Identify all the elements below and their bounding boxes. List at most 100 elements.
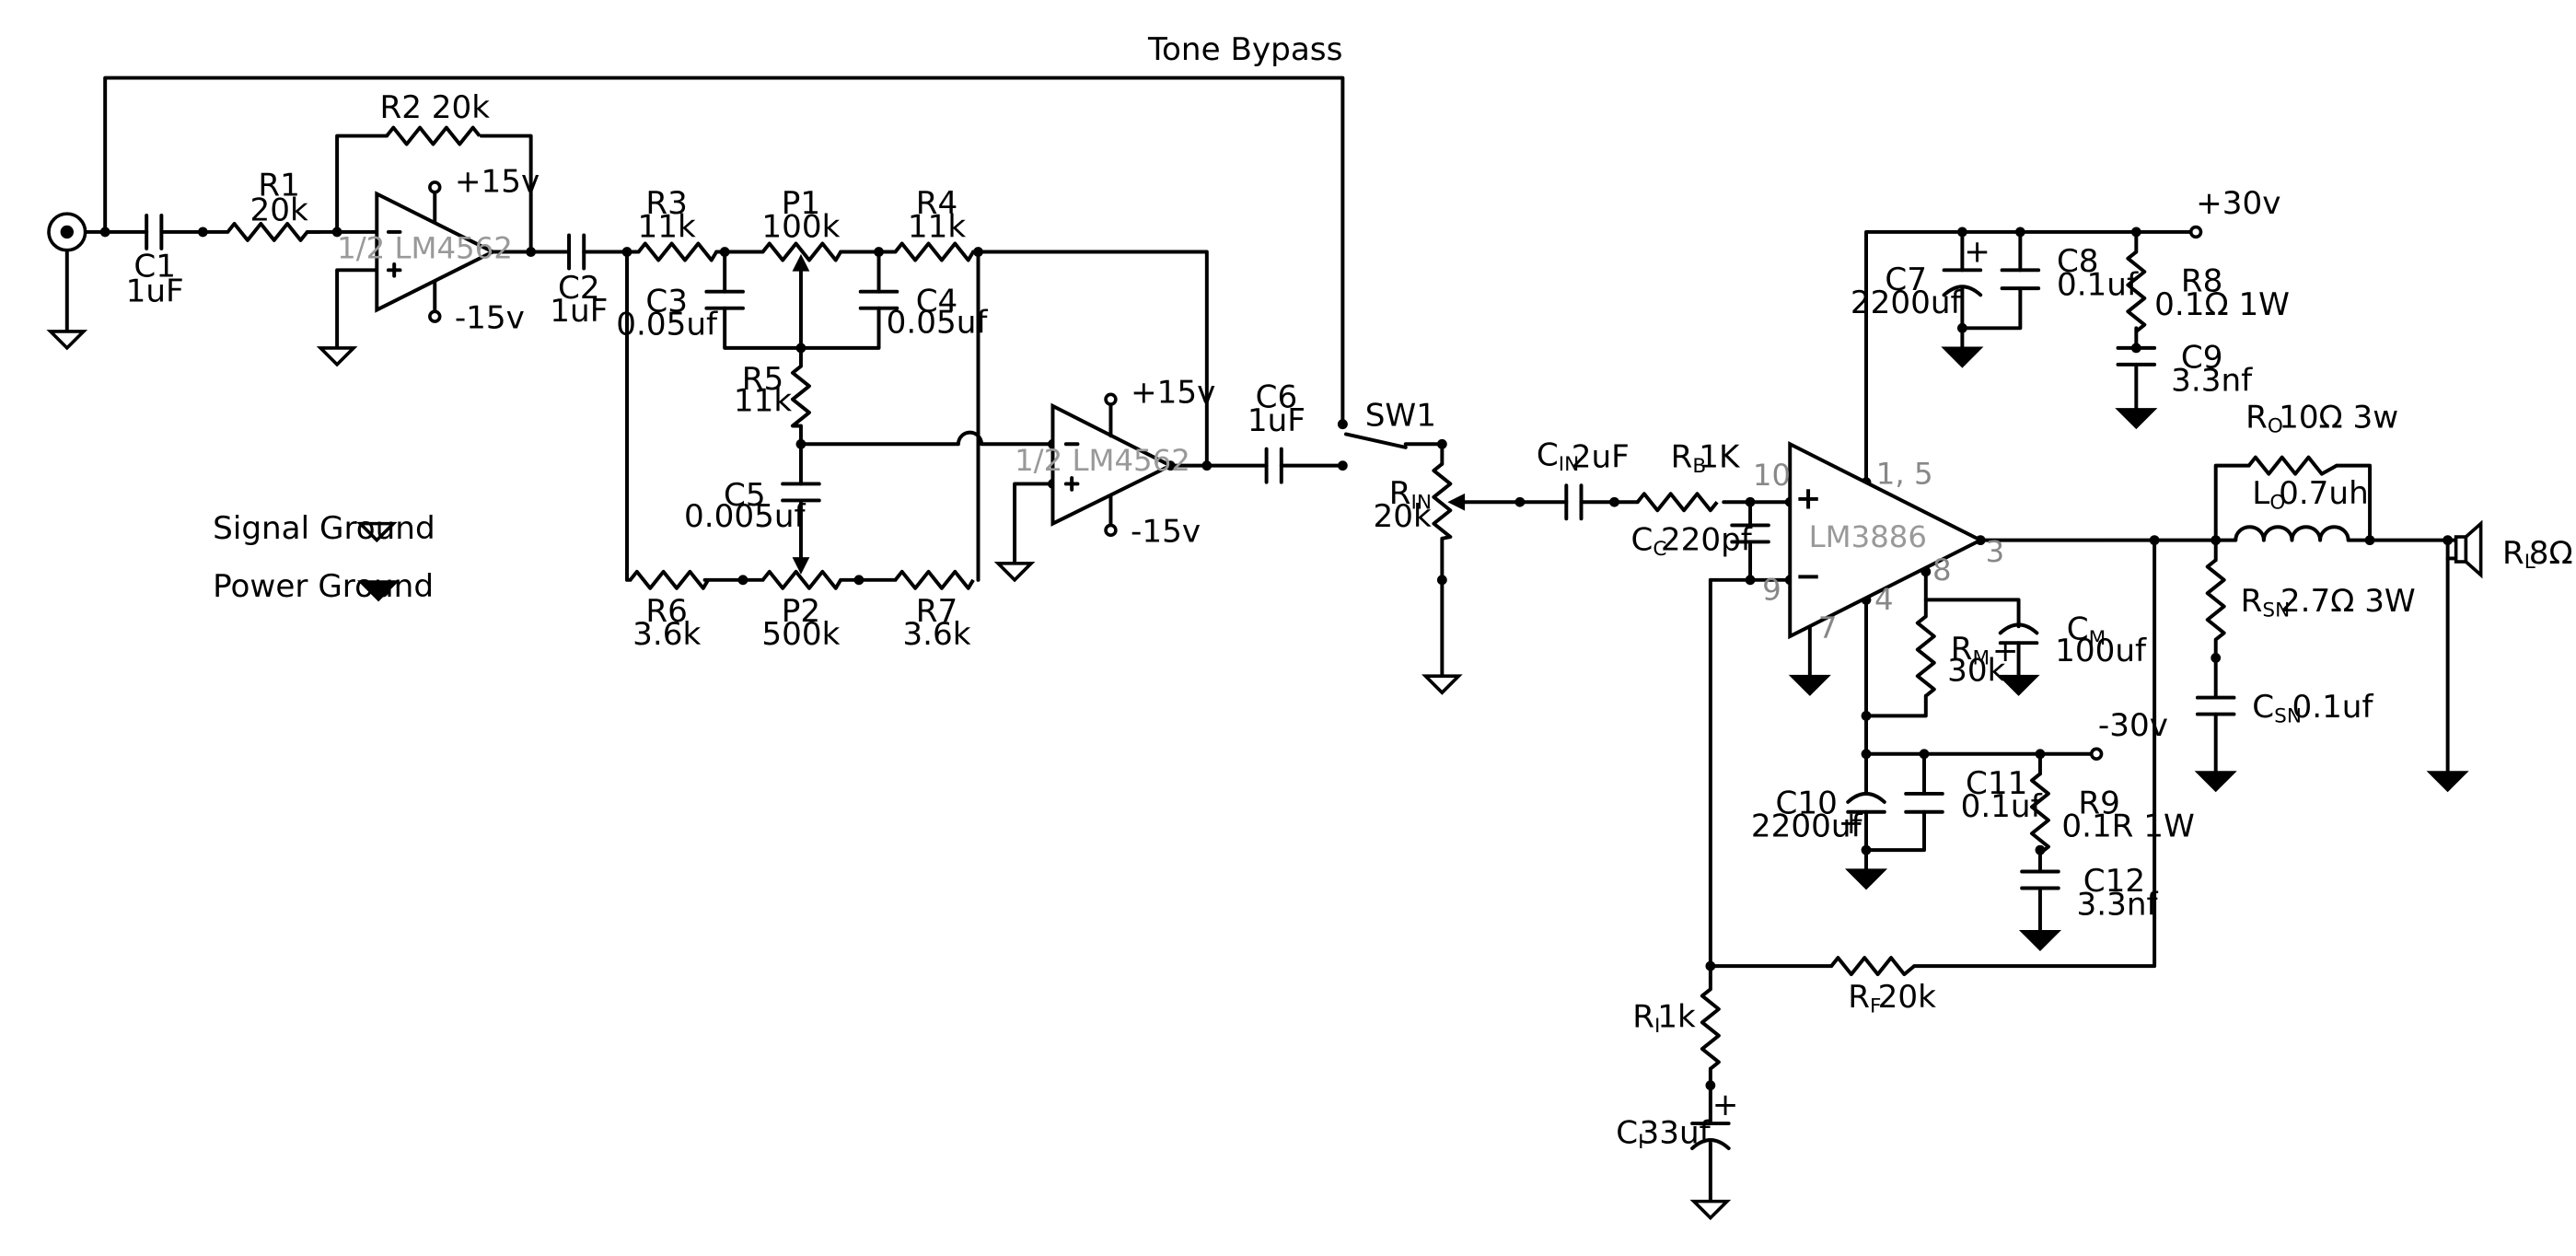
lm3886-pin8: 8 <box>1932 552 1952 587</box>
capacitor-cm <box>1998 622 2039 645</box>
r3-name: R3 <box>645 185 688 222</box>
c11-value: 0.1uf <box>1961 788 2043 825</box>
r4-name: R4 <box>916 185 958 222</box>
r4-value: 11k <box>908 208 966 245</box>
c2-name: C2 <box>558 270 600 307</box>
resistor-r6 <box>629 569 710 590</box>
r5-value: 11k <box>734 382 792 419</box>
rm-label: RM <box>1951 631 1990 669</box>
capacitor-c9 <box>2116 345 2157 366</box>
signal-ground-icon <box>1421 674 1463 695</box>
capacitor-c5 <box>781 482 821 503</box>
u1b-part: 1/2 LM4562 <box>1015 443 1190 478</box>
r5-name: R5 <box>742 361 784 398</box>
c7-polarity: + <box>1964 233 1990 270</box>
resistor-r4 <box>893 241 975 262</box>
r7-value: 3.6k <box>902 616 970 653</box>
power-terminal-neg30 <box>2089 747 2104 761</box>
capacitor-c3 <box>704 289 745 310</box>
rsn-label: RSN <box>2241 583 2291 622</box>
c5-value: 0.005uf <box>684 498 806 535</box>
resistor-ro <box>2247 455 2338 476</box>
tone-bypass-label: Tone Bypass <box>1147 31 1342 68</box>
power-terminal-pos30 <box>2188 225 2203 239</box>
signal-ground-icon <box>993 562 1036 583</box>
ri-value: 1k <box>1657 999 1696 1036</box>
c9-value: 3.3nf <box>2171 363 2253 400</box>
resistor-r9 <box>2029 772 2050 855</box>
c7-name: C7 <box>1885 262 1927 298</box>
capacitor-c7 <box>1942 268 1983 297</box>
capacitor-csn <box>2195 695 2236 716</box>
lm3886-pin15: 1, 5 <box>1876 456 1933 491</box>
c8-name: C8 <box>2057 243 2099 280</box>
c12-name: C12 <box>2083 863 2145 900</box>
input-jack <box>47 212 87 252</box>
csn-label: CSN <box>2252 689 2302 727</box>
capacitor-c4 <box>858 289 899 310</box>
c6-value: 1uF <box>1247 402 1305 439</box>
lm3886-part: LM3886 <box>1809 519 1927 554</box>
r3-value: 11k <box>638 208 696 245</box>
csn-value: 0.1uf <box>2292 689 2373 726</box>
lm3886-plus: + <box>1795 480 1822 517</box>
c10-value: 2200uf <box>1751 808 1863 845</box>
ro-label: RO <box>2245 399 2283 437</box>
rf-label: RF <box>1848 979 1881 1018</box>
rl-value: 8Ω <box>2529 535 2573 572</box>
rf-value: 20k <box>1878 979 1936 1016</box>
rl-label: RL <box>2502 535 2535 574</box>
resistor-rf <box>1829 956 1916 977</box>
c11-name: C11 <box>1966 765 2027 802</box>
capacitor-c12 <box>2020 869 2060 890</box>
p2-name: P2 <box>782 593 820 630</box>
cc-value: 220pf <box>1661 521 1753 558</box>
pos30-label: +30v <box>2196 185 2280 222</box>
opamp-u1b <box>1050 392 1175 538</box>
resistor-rm <box>1915 614 1936 698</box>
c4-value: 0.05uf <box>887 305 989 342</box>
c1-value: 1uF <box>126 273 184 310</box>
signal-ground-icon <box>46 330 88 351</box>
lm3886-pin9: 9 <box>1762 572 1781 607</box>
lm3886-pin10: 10 <box>1753 458 1791 493</box>
r1-value: 20k <box>249 192 307 228</box>
lo-label: LO <box>2252 475 2285 514</box>
capacitor-c11 <box>1904 791 1944 814</box>
r8-name: R8 <box>2181 263 2223 300</box>
legend-signal-ground-label: Signal Ground <box>213 510 435 547</box>
grounds <box>316 346 2469 1221</box>
lm3886-pin4: 4 <box>1874 582 1894 617</box>
u1a-vpos: +15v <box>455 164 540 201</box>
r6-name: R6 <box>645 593 688 630</box>
speaker-rl-icon <box>2454 519 2483 579</box>
ro-value: 10Ω 3w <box>2279 399 2398 436</box>
ri-label: RI <box>1632 999 1660 1038</box>
potentiometer-wipers <box>792 253 1466 575</box>
p1-value: 100k <box>761 208 840 245</box>
r9-value: 0.1R 1W <box>2061 808 2194 845</box>
legend <box>355 521 400 602</box>
power-ground-icon <box>1941 346 1984 368</box>
switch-sw1 <box>1337 419 1348 430</box>
signal-ground-icon <box>316 346 358 367</box>
resistor-r3 <box>637 241 718 262</box>
c8-value: 0.1uf <box>2057 266 2139 303</box>
power-amp-lm3886 <box>1788 441 1985 640</box>
wires <box>64 76 2458 1204</box>
u1b-vpos: +15v <box>1131 374 1215 411</box>
resistor-r8 <box>2126 250 2147 333</box>
resistor-rsn <box>2205 558 2226 642</box>
u1a-vneg: -15v <box>455 299 525 336</box>
c5-name: C5 <box>724 477 766 514</box>
neg30-label: -30v <box>2098 707 2168 744</box>
power-ground-icon <box>1997 674 2040 696</box>
cc-label: CC <box>1630 521 1666 560</box>
ci-value: 33uf <box>1639 1115 1711 1152</box>
ci-polarity: + <box>1712 1087 1739 1123</box>
c10-name: C10 <box>1776 785 1838 822</box>
c3-name: C3 <box>645 283 688 320</box>
lo-value: 0.7uh <box>2279 475 2369 512</box>
signal-ground-icon <box>1689 1199 1732 1221</box>
